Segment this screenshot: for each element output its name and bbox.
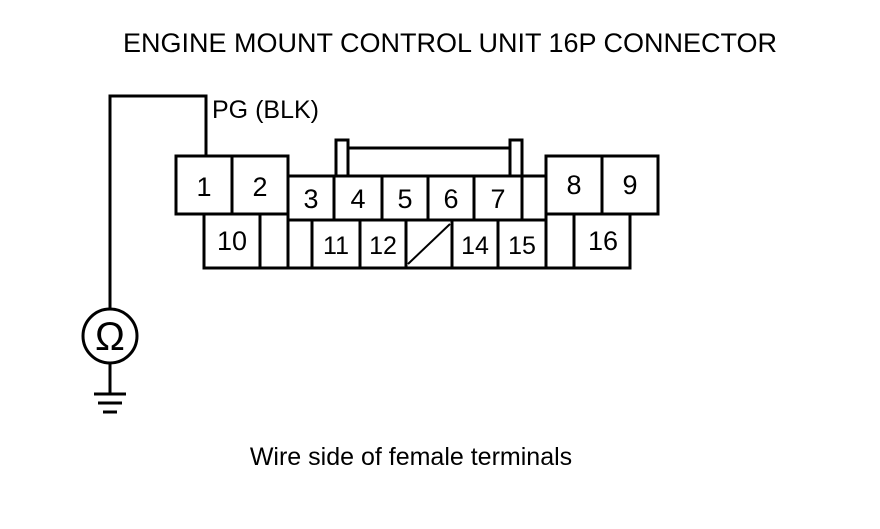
pin-12-label: 12 bbox=[369, 232, 397, 260]
ohm-symbol: Ω bbox=[95, 315, 125, 359]
pin-8-label: 8 bbox=[566, 170, 581, 200]
pin-4-label: 4 bbox=[350, 184, 365, 214]
connector-body bbox=[174, 138, 660, 270]
pin-5-label: 5 bbox=[397, 184, 412, 214]
pin-15-label: 15 bbox=[508, 232, 536, 260]
empty-terminal-mark bbox=[407, 223, 451, 265]
pin-9-label: 9 bbox=[622, 170, 637, 200]
pin-7-label: 7 bbox=[490, 184, 505, 214]
pin-3-label: 3 bbox=[303, 184, 318, 214]
diagram-title: ENGINE MOUNT CONTROL UNIT 16P CONNECTOR bbox=[123, 28, 777, 58]
ohmmeter-icon: Ω bbox=[81, 307, 139, 365]
pin-1-label: 1 bbox=[196, 172, 211, 202]
pin-14-label: 14 bbox=[461, 232, 489, 260]
pin-2-label: 2 bbox=[252, 172, 267, 202]
pin-11-label: 11 bbox=[323, 232, 349, 260]
pin-10-label: 10 bbox=[217, 226, 247, 256]
probe-wire bbox=[108, 94, 208, 308]
pin-6-label: 6 bbox=[443, 184, 458, 214]
ground-icon bbox=[94, 392, 126, 414]
pin-16-label: 16 bbox=[588, 226, 618, 256]
wire-color-label: PG (BLK) bbox=[212, 96, 319, 124]
diagram-caption: Wire side of female terminals bbox=[250, 443, 572, 471]
